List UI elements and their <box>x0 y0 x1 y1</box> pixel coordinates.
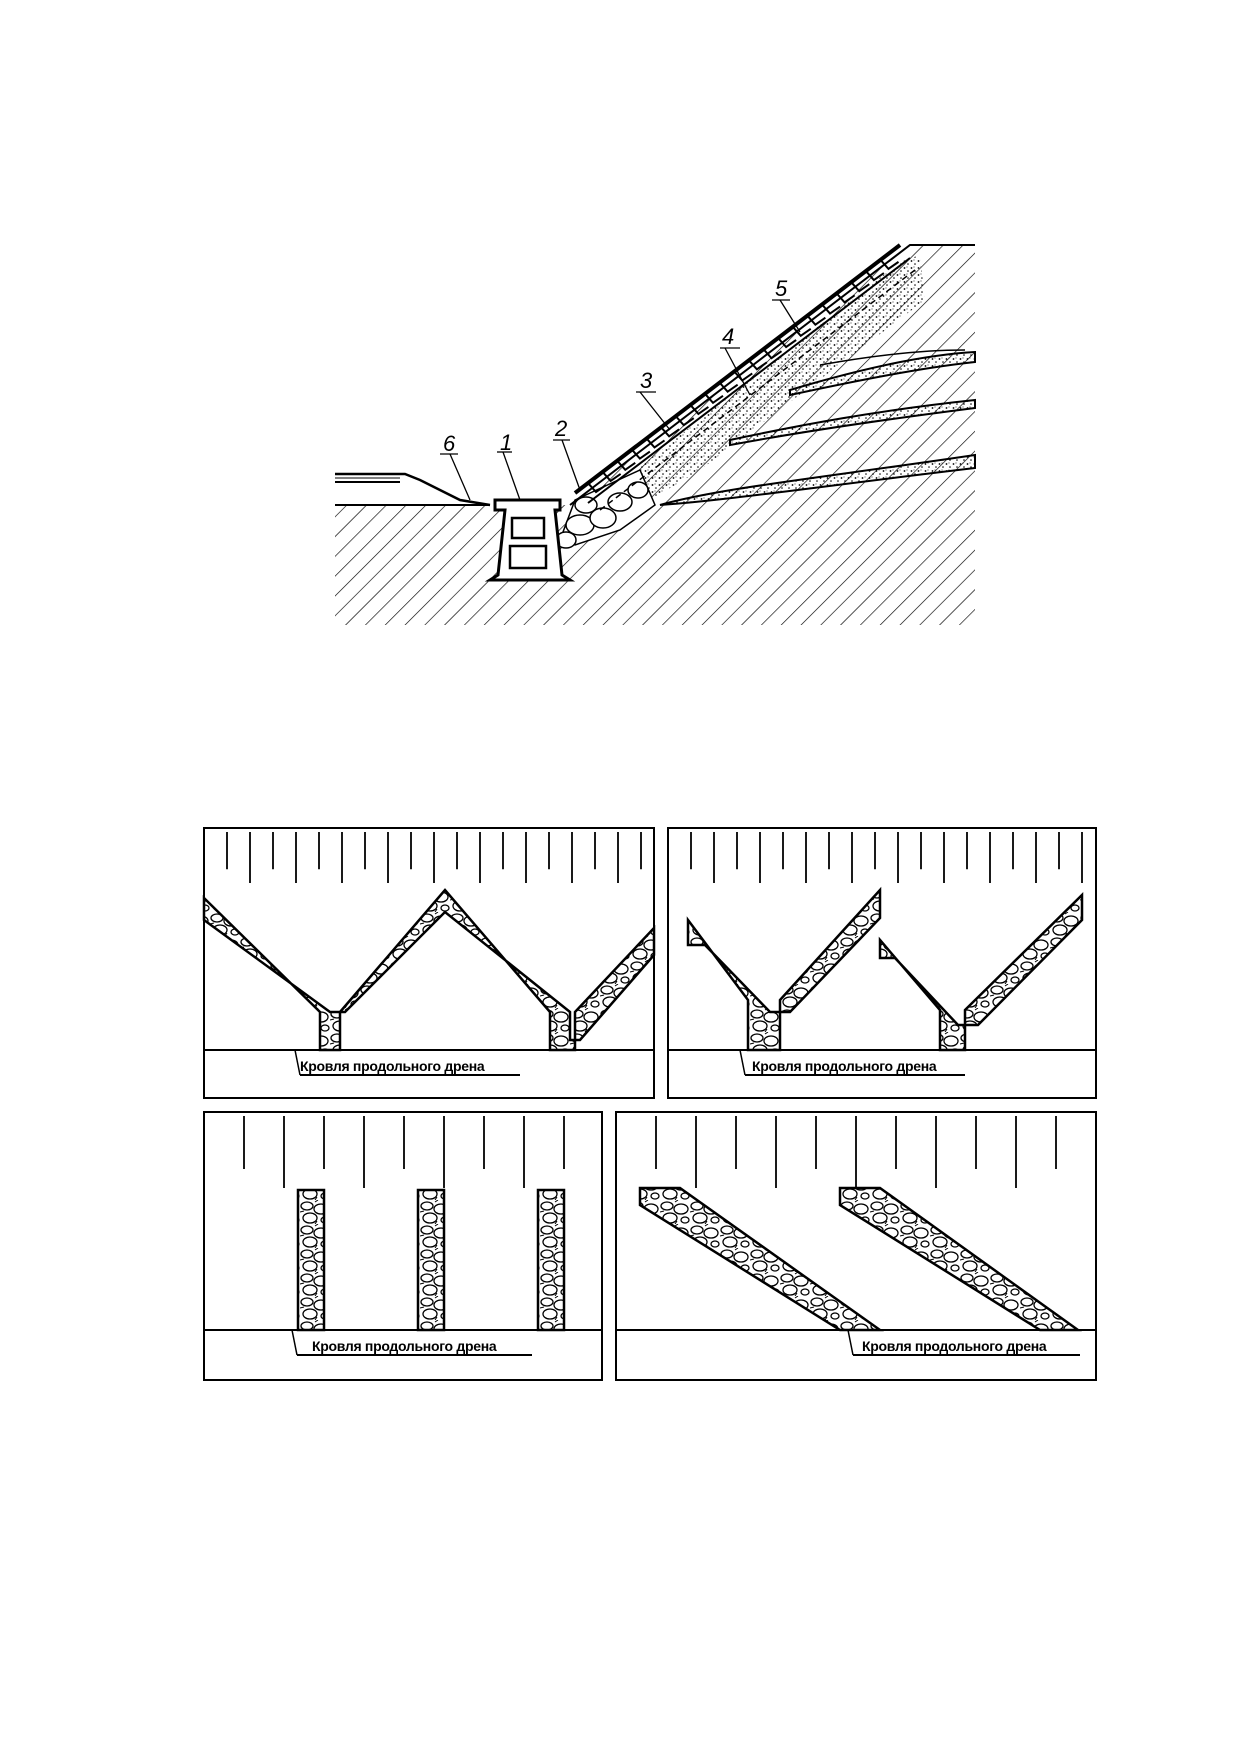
drain-panel-herringbone: Кровля продольного дрена <box>667 827 1097 1099</box>
sand-filter-layer <box>585 255 925 510</box>
ticks <box>243 1116 565 1188</box>
revetment-block <box>806 315 826 327</box>
drain-panel-zigzag: Кровля продольного дрена <box>202 827 656 1099</box>
revetment-block <box>865 270 885 282</box>
revetment-block <box>631 448 651 460</box>
callouts: 1 2 3 4 5 6 <box>440 276 801 501</box>
revetment-block <box>587 482 607 494</box>
revetment-block <box>704 393 724 405</box>
revetment-block <box>777 337 797 349</box>
slope-drainage-svg: 1 2 3 4 5 6 <box>335 243 976 625</box>
callout-5: 5 <box>775 276 788 301</box>
revetment-block <box>689 404 709 416</box>
callout-6: 6 <box>443 431 456 456</box>
ticks <box>226 832 642 883</box>
revetment-block <box>792 326 812 338</box>
panel-1-caption: Кровля продольного дрена <box>300 1058 485 1074</box>
drain-tray <box>484 498 576 582</box>
callout-4: 4 <box>722 324 734 349</box>
revetment-block <box>601 471 622 483</box>
drain-panel-diagonal: Кровля продольного дрена <box>615 1111 1097 1381</box>
panel-4-caption: Кровля продольного дрена <box>862 1338 1047 1354</box>
ticks <box>655 1116 1057 1188</box>
stone-prism <box>555 468 656 549</box>
revetment-block <box>879 259 900 271</box>
water-bearing-lenses <box>659 349 976 506</box>
revetment-block <box>748 359 768 371</box>
slope-drainage-figure: 1 2 3 4 5 6 <box>0 0 1240 700</box>
revetment-block <box>675 415 695 427</box>
panel-3-caption: Кровля продольного дрена <box>312 1338 497 1354</box>
ticks <box>690 832 1083 883</box>
revetment-blocks <box>587 259 900 494</box>
callout-2: 2 <box>554 416 567 441</box>
revetment-block <box>762 348 783 360</box>
callout-1: 1 <box>500 430 512 455</box>
revetment-block <box>645 437 666 449</box>
slope-surface <box>569 244 975 506</box>
revetment-block <box>616 460 636 472</box>
revetment-block <box>718 381 739 393</box>
drain-panel-parallel: Кровля продольного дрена <box>203 1111 603 1381</box>
panel-2-caption: Кровля продольного дрена <box>752 1058 937 1074</box>
revetment-block <box>660 426 680 438</box>
revetment-block <box>850 281 870 293</box>
callout-3: 3 <box>640 368 653 393</box>
revetment-block <box>835 292 856 304</box>
road-and-ground <box>335 472 491 507</box>
slope-revetment <box>573 243 916 511</box>
revetment-block <box>821 303 841 315</box>
